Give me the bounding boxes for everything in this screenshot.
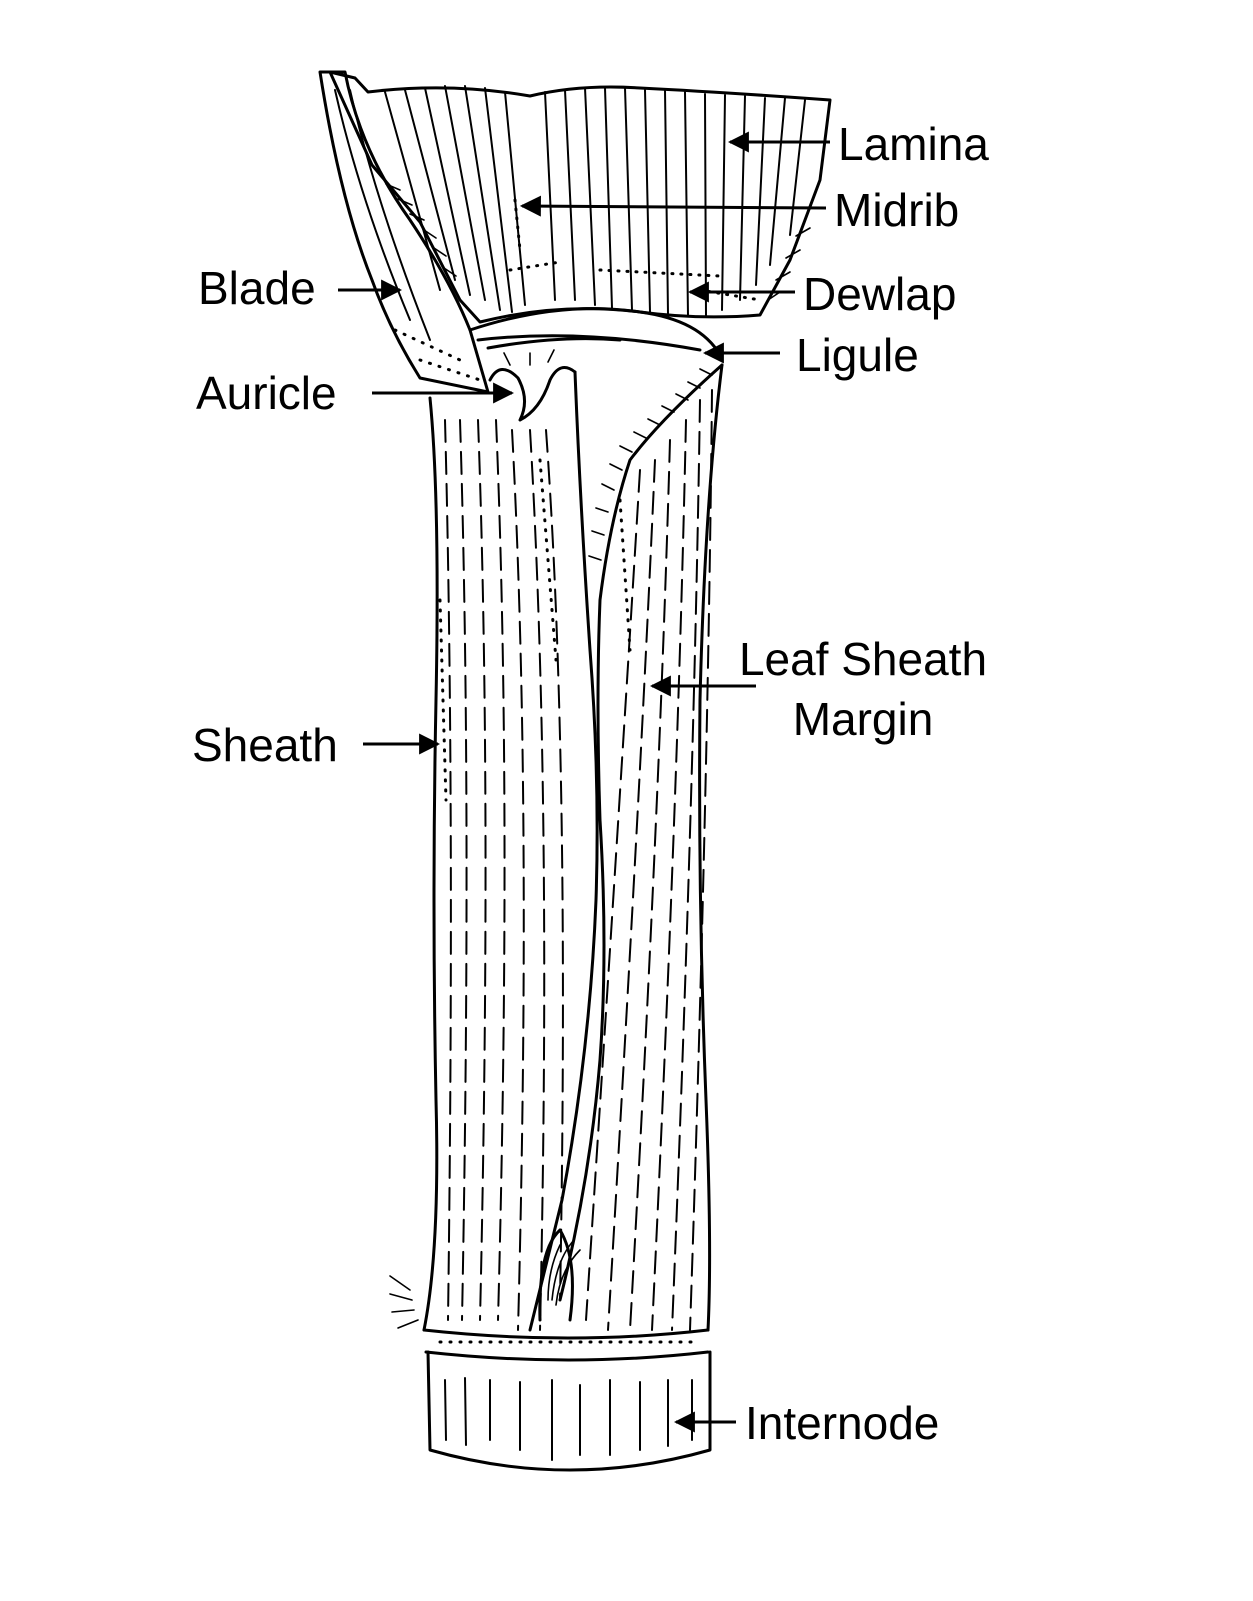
label-lamina: Lamina [838,118,989,170]
sheath-body [422,363,724,1332]
lamina-shape [328,70,832,324]
label-ligule: Ligule [796,329,919,381]
label-internode: Internode [745,1397,940,1449]
label-auricle: Auricle [196,367,337,419]
internode-shape [422,1328,712,1472]
label-blade: Blade [198,262,316,314]
auricle-shape [488,349,577,422]
label-dewlap: Dewlap [803,268,957,320]
label-leaf-sheath-margin-line1: Leaf Sheath [738,633,988,685]
label-leaf-sheath-margin: Leaf Sheath Margin [728,636,998,742]
label-sheath: Sheath [192,719,338,771]
bud-shape [389,1228,581,1329]
label-midrib: Midrib [834,184,960,236]
label-leaf-sheath-margin-line2: Margin [792,693,934,745]
ligule-shape [468,307,722,357]
midrib-leader [519,195,827,217]
blade-shape [318,70,490,394]
